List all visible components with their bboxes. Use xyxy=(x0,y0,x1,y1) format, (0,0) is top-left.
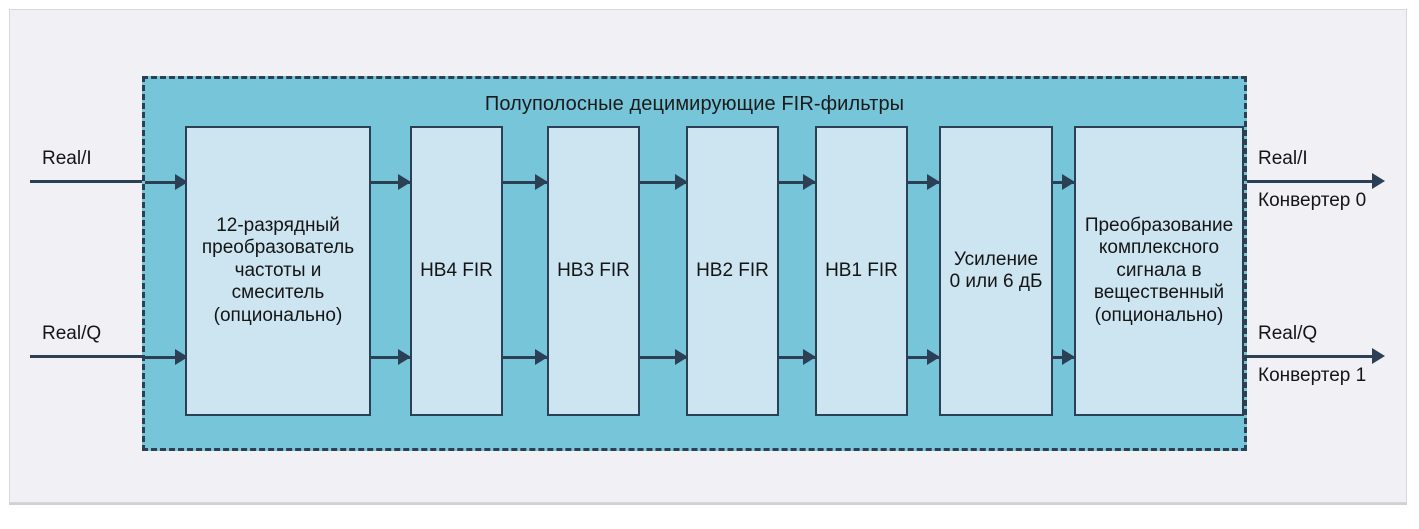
block-hb1-fir-label: HB1 FIR xyxy=(825,259,898,281)
wire-top-4-5 xyxy=(779,181,819,184)
arrow-in-bot-1-icon xyxy=(175,349,188,365)
block-gain-line-2: 0 или 6 дБ xyxy=(949,271,1043,292)
block-complex-to-real-line-1: Преобразование xyxy=(1084,214,1234,236)
arrow-bot-5-6-icon xyxy=(927,349,940,365)
input-label-real-q: Real/Q xyxy=(42,323,102,344)
block-ddc-mixer-line-1: 12-разрядный xyxy=(216,214,340,236)
block-hb2-fir[interactable]: HB2 FIR xyxy=(686,126,779,416)
block-gain[interactable]: Усиление 0 или 6 дБ xyxy=(939,126,1053,416)
block-complex-to-real[interactable]: Преобразование комплексного сигнала в ве… xyxy=(1074,126,1244,416)
block-hb4-fir[interactable]: HB4 FIR xyxy=(410,126,503,416)
arrow-top-3-4-icon xyxy=(675,174,688,190)
output-wire-bottom xyxy=(1240,355,1376,358)
block-complex-to-real-line-2: комплексного xyxy=(1098,237,1220,259)
block-ddc-mixer-line-2: преобразователь xyxy=(201,237,355,259)
wire-top-5-6 xyxy=(908,181,943,184)
block-hb1-fir[interactable]: HB1 FIR xyxy=(815,126,908,416)
arrow-top-2-3-icon xyxy=(535,174,548,190)
arrow-in-top-1-icon xyxy=(175,174,188,190)
arrow-top-4-5-icon xyxy=(803,174,816,190)
block-ddc-mixer[interactable]: 12-разрядный преобразователь частоты и с… xyxy=(185,126,371,416)
block-gain-line-1: Усиление xyxy=(953,248,1039,270)
output-label-converter-1: Конвертер 1 xyxy=(1258,365,1367,386)
wire-in-bot-1 xyxy=(145,356,191,359)
output-wire-top xyxy=(1240,180,1376,183)
wire-in-top-1 xyxy=(145,181,191,184)
input-label-real-i: Real/I xyxy=(42,148,92,169)
arrow-top-1-2-icon xyxy=(398,174,411,190)
block-ddc-mixer-line-5: (опционально) xyxy=(213,304,343,326)
arrow-bot-2-3-icon xyxy=(535,349,548,365)
output-label-real-q: Real/Q xyxy=(1258,323,1318,344)
wire-top-1-2 xyxy=(371,181,413,184)
input-wire-top xyxy=(30,180,182,183)
arrow-top-6-7-icon xyxy=(1062,174,1075,190)
wire-bot-3-4 xyxy=(640,356,688,359)
arrow-bot-6-7-icon xyxy=(1062,349,1075,365)
wire-bot-1-2 xyxy=(371,356,413,359)
block-hb3-fir-label: HB3 FIR xyxy=(557,259,630,281)
wire-bot-5-6 xyxy=(908,356,943,359)
wire-bot-2-3 xyxy=(503,356,548,359)
block-ddc-mixer-line-3: частоты и xyxy=(234,259,322,281)
output-label-converter-0: Конвертер 0 xyxy=(1258,190,1367,211)
block-hb3-fir[interactable]: HB3 FIR xyxy=(547,126,640,416)
input-wire-bottom xyxy=(30,355,182,358)
arrow-top-5-6-icon xyxy=(927,174,940,190)
halfband-fir-region: Полуполосные децимирующие FIR-фильтры xyxy=(142,76,1247,451)
arrow-bot-1-2-icon xyxy=(398,349,411,365)
block-complex-to-real-line-4: вещественный xyxy=(1093,282,1225,304)
wire-top-2-3 xyxy=(503,181,548,184)
arrow-bot-4-5-icon xyxy=(803,349,816,365)
block-hb4-fir-label: HB4 FIR xyxy=(420,259,493,281)
output-label-real-i: Real/I xyxy=(1258,148,1308,169)
output-arrow-top-icon xyxy=(1372,173,1385,189)
wire-top-3-4 xyxy=(640,181,688,184)
arrow-bot-3-4-icon xyxy=(675,349,688,365)
block-complex-to-real-line-5: (опционально) xyxy=(1094,304,1224,326)
block-complex-to-real-line-3: сигнала в xyxy=(1116,259,1202,281)
region-title: Полуполосные децимирующие FIR-фильтры xyxy=(484,93,905,115)
block-hb2-fir-label: HB2 FIR xyxy=(696,259,769,281)
block-ddc-mixer-line-4: смеситель xyxy=(231,282,325,304)
wire-bot-4-5 xyxy=(779,356,819,359)
output-arrow-bottom-icon xyxy=(1372,348,1385,364)
